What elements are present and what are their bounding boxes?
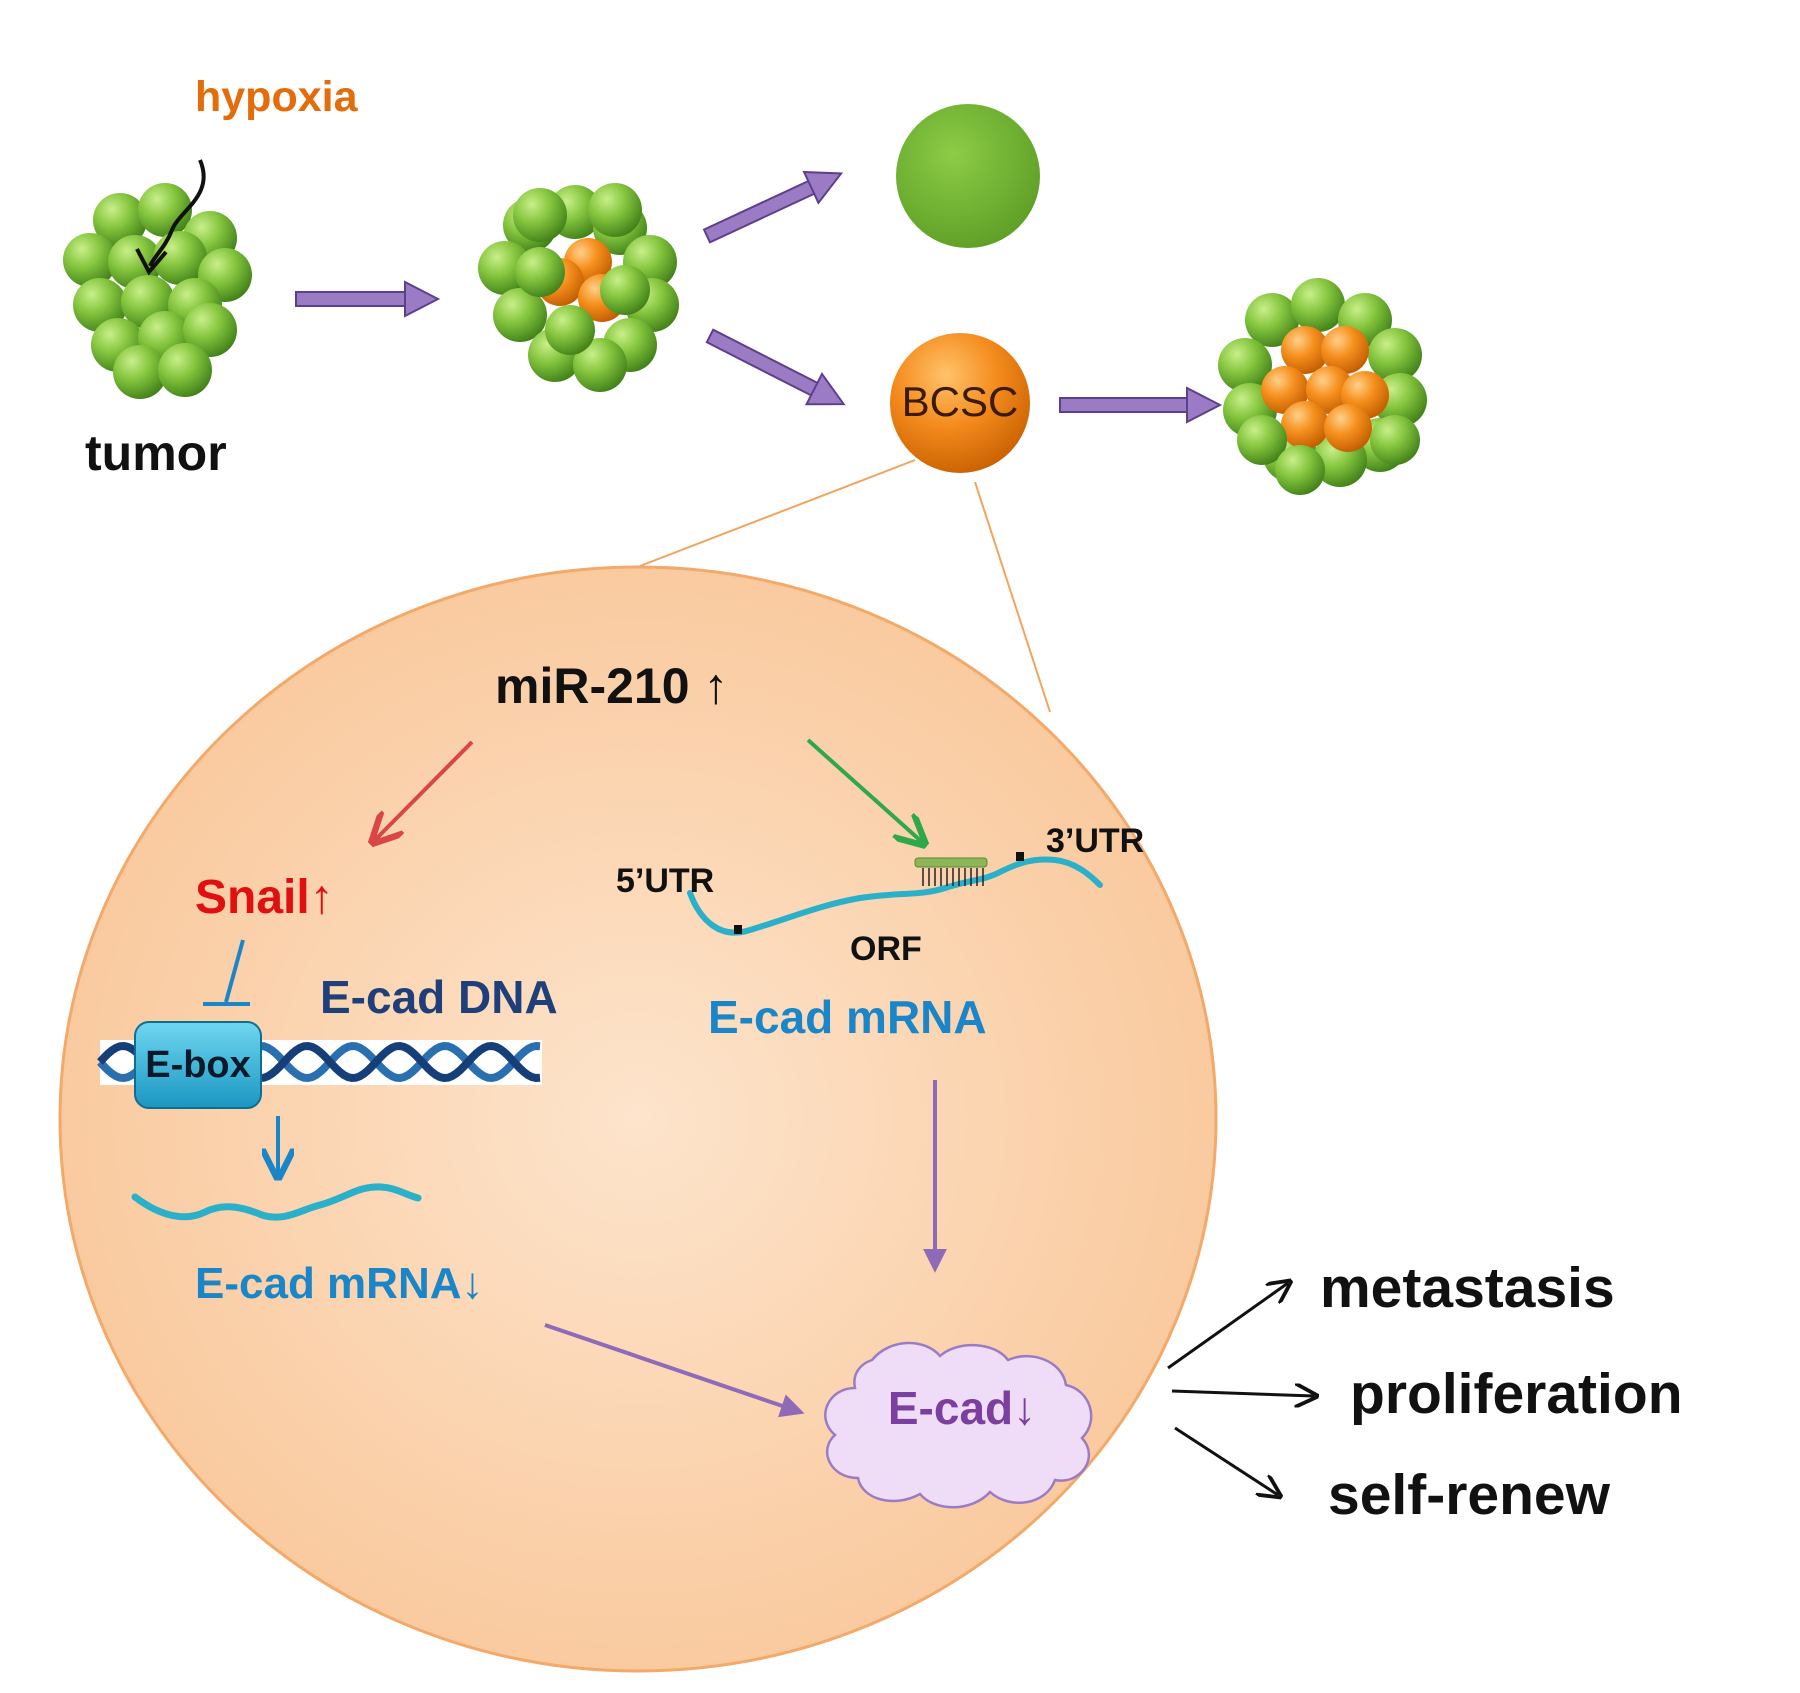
ecad-mrna-strand [687,856,1103,936]
zoom-line-right [974,481,1051,713]
tumor-cell [183,303,237,357]
cancer-stem-cell [1306,366,1354,414]
cancer-stem-cell [1281,401,1329,449]
tumor-cell [1368,328,1422,382]
metastasis-label: metastasis [1320,1256,1615,1320]
hypoxia-label: hypoxia [195,73,359,121]
cancer-stem-cell [1261,366,1309,414]
regrown-tumor-cluster [1218,278,1427,495]
ecad-to-proliferation-arrow [1171,1391,1314,1396]
differentiated-cell [896,104,1040,248]
mirna-binding-site [922,868,984,886]
tumor-cell [573,338,627,392]
tumor-cell [600,265,650,315]
arrow-to-differentiated-cell [702,170,844,244]
hypoxia-arrow-head [135,248,168,276]
tumor-cell [113,345,167,399]
mir210-label: miR-210 ↑ [495,658,728,714]
self-renew-label: self-renew [1328,1463,1611,1527]
tumor-cell [545,305,595,355]
tumor-cell [1218,338,1272,392]
ebox-box [134,1021,262,1109]
cancer-stem-cell [1324,404,1372,452]
bcsc-cell [890,333,1030,473]
bcsc-cell-body [58,565,1218,1673]
decreased-mrna-to-ecad-arrow [544,1323,805,1418]
ecad-down-label: E-cad↓ [888,1382,1036,1434]
ecad-mrna-down-label: E-cad mRNA↓ [195,1259,484,1308]
orf-label: ORF [850,930,922,968]
tumor-cluster [63,183,252,399]
mir210-to-snail-arrow [375,740,474,840]
tumor-cell [493,288,547,342]
tumor-cell [1237,415,1287,465]
arrow-bcsc-to-tumor [1059,386,1223,424]
tumor-cell [63,233,117,287]
ecad-cloud [824,1341,1093,1509]
hypoxia-arrow [148,159,206,267]
cancer-stem-cell [1281,326,1329,374]
ecad-to-metastasis-arrow [1167,1283,1288,1370]
tumor-cell [588,183,642,237]
tumor-cell [1291,278,1345,332]
tumor-cell [513,188,567,242]
proliferation-label: proliferation [1350,1362,1683,1426]
hypoxic-tumor-cluster [478,183,679,392]
utr3-label: 3’UTR [1046,822,1144,860]
ecad-mrna-decreased-strand [131,1183,422,1221]
arrow-to-bcsc [705,328,846,406]
snail-inhibition-line [224,939,245,1003]
stop-codon-marker [1016,852,1024,861]
utr5-label: 5’UTR [616,862,714,900]
bcsc-label: BCSC [902,378,1019,425]
tumor-cell [93,193,147,247]
tumor-cell [515,247,565,297]
tumor-cell [158,343,212,397]
mir210-seed [914,857,988,868]
tumor-cell [138,183,192,237]
ecad-dna-label: E-cad DNA [320,971,558,1023]
tumor-cell [1245,293,1299,347]
tumor-label: tumor [85,425,227,481]
zoom-line-left [639,459,916,567]
tumor-cell [1275,445,1325,495]
start-codon-marker [734,925,742,934]
snail-label: Snail↑ [195,871,334,924]
arrow-tumor-to-hypoxic [295,280,441,318]
ebox-label: E-box [145,1044,251,1086]
mir210-to-3utr-arrow [806,738,922,842]
tumor-cell [1370,415,1420,465]
ecad-mrna-label: E-cad mRNA [708,991,987,1043]
ecad-to-self-renew-arrow [1174,1426,1278,1495]
cancer-stem-cell [1321,326,1369,374]
